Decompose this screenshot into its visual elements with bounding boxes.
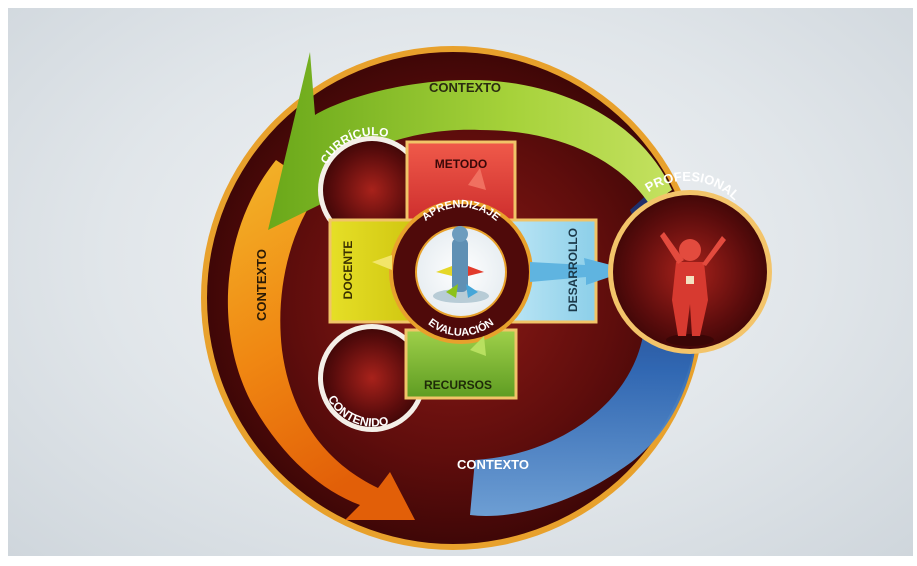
metodo-label: METODO	[435, 157, 487, 171]
context-label-left: CONTEXTO	[254, 249, 269, 321]
learner-figure-icon	[433, 226, 489, 303]
arrow-to-docente-icon	[372, 255, 392, 270]
desarrollo-label: DESARROLLO	[566, 228, 580, 312]
curriculo-circle	[323, 141, 421, 239]
context-label-bottom: CONTEXTO	[457, 457, 529, 472]
arrow-to-profesional-icon	[530, 258, 630, 285]
arrow-to-recursos-icon	[470, 336, 486, 356]
celebrating-person-icon	[660, 232, 726, 346]
contenido-circle	[323, 329, 421, 427]
recursos-label: RECURSOS	[424, 378, 492, 392]
recursos-block	[404, 328, 518, 400]
arrow-to-metodo-icon	[468, 168, 486, 190]
context-arrow-green	[268, 52, 672, 230]
context-label-top: CONTEXTO	[429, 80, 501, 95]
context-arrow-orange	[227, 160, 415, 520]
docente-label: DOCENTE	[341, 241, 355, 300]
context-arrow-blue	[470, 190, 698, 516]
